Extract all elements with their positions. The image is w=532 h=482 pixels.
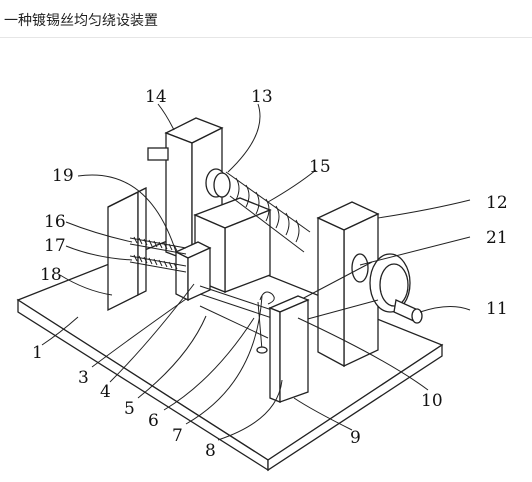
- label-8: 8: [205, 441, 216, 461]
- page-title: 一种镀锡丝均匀绕设装置: [4, 13, 158, 29]
- label-11: 11: [486, 299, 508, 319]
- label-17: 17: [44, 236, 66, 256]
- label-6: 6: [148, 411, 159, 431]
- left-guide-plate: [107, 186, 147, 312]
- label-21: 21: [486, 228, 508, 248]
- front-plate: [268, 295, 310, 403]
- label-7: 7: [172, 426, 183, 446]
- label-19: 19: [52, 166, 74, 186]
- leader-lines: [41, 103, 471, 441]
- wire-guide: [256, 291, 275, 354]
- right-post: [316, 201, 380, 368]
- label-5: 5: [124, 399, 135, 419]
- label-13: 13: [251, 87, 273, 107]
- label-14: 14: [145, 87, 167, 107]
- page-header: 一种镀锡丝均匀绕设装置: [0, 0, 532, 38]
- label-16: 16: [44, 212, 66, 232]
- label-15: 15: [309, 157, 331, 177]
- label-10: 10: [421, 391, 443, 411]
- screw-shaft: [205, 168, 311, 253]
- label-12: 12: [486, 193, 508, 213]
- label-9: 9: [350, 428, 361, 448]
- belt-lower: [303, 299, 379, 321]
- label-3: 3: [78, 368, 89, 388]
- label-4: 4: [100, 382, 111, 402]
- label-1: 1: [32, 343, 43, 363]
- belt-upper: [299, 261, 373, 301]
- spring-rods: [129, 236, 187, 273]
- pulley: [351, 253, 423, 324]
- label-18: 18: [40, 265, 62, 285]
